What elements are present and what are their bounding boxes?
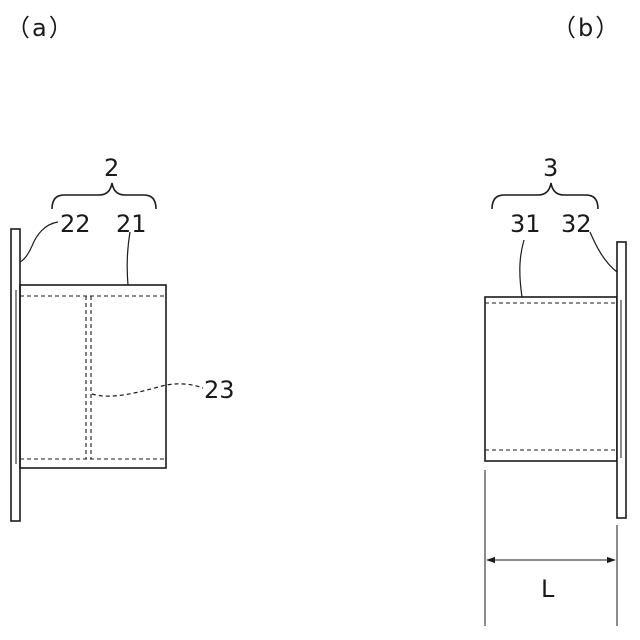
panel-b-dimension-label: L — [541, 575, 555, 603]
panel-b-flange-leader — [590, 232, 617, 272]
panel-a-brace — [52, 183, 156, 209]
panel-a-inner-ref: 23 — [204, 376, 235, 404]
panel-b-body-ref: 31 — [510, 210, 541, 238]
panel-b-brace — [492, 183, 598, 209]
panel-b-body-leader — [520, 240, 524, 297]
panel-a-body-ref: 21 — [116, 210, 147, 238]
panel-a-group-ref: 2 — [104, 154, 119, 182]
panel-a-label: （a） — [6, 14, 75, 42]
panel-b-group-ref: 3 — [543, 154, 558, 182]
panel-a-body-leader — [127, 232, 130, 285]
panel-b-body — [485, 297, 617, 461]
panel-a-body — [20, 285, 166, 468]
panel-a-flange-leader — [20, 222, 58, 262]
panel-b: （b） 3 31 32 L — [485, 14, 626, 626]
panel-b-flange-ref: 32 — [561, 210, 592, 238]
panel-a-inner-leader — [92, 384, 203, 396]
panel-a-flange-ref: 22 — [60, 210, 91, 238]
panel-b-label: （b） — [552, 14, 621, 42]
panel-a: （a） 2 22 21 23 — [6, 14, 235, 521]
